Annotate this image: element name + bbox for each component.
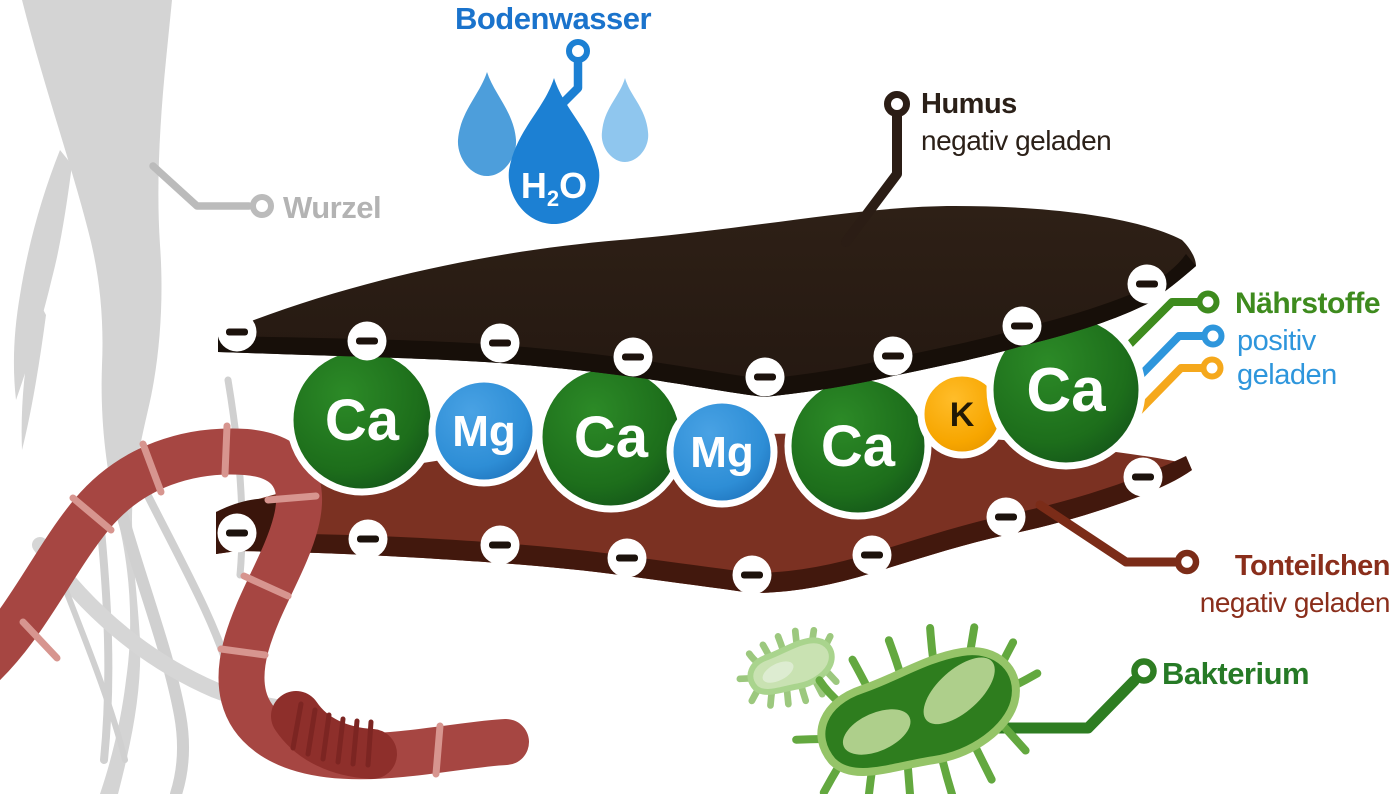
negative-charge-badges-clay <box>217 457 1163 595</box>
bacterium-large-illustration <box>792 623 1042 794</box>
clay-pointer-circle-icon <box>1174 549 1200 575</box>
ion-mg-2: Mg <box>666 396 778 508</box>
ion-label: Mg <box>452 407 516 456</box>
water-drop-right-icon <box>601 78 649 162</box>
wurzel-connector <box>149 162 274 218</box>
worm-clitellum <box>271 691 397 779</box>
ion-ca-2: Ca <box>535 361 687 513</box>
minus-charge-icon <box>217 312 257 352</box>
naehrstoffe-label-group: Nährstoffe positiv geladen <box>1235 287 1381 391</box>
naehrstoffe-connectors <box>1123 290 1225 415</box>
humus-label: Humus <box>921 88 1017 120</box>
bacterium-small-illustration <box>736 626 840 709</box>
ion-label: Ca <box>574 405 649 470</box>
naehrstoffe-charge-line1: positiv <box>1237 325 1317 357</box>
ion-label: K <box>950 396 975 434</box>
h2o-label: H2O <box>521 165 587 211</box>
minus-charge-icon <box>348 519 388 559</box>
bakterium-label: Bakterium <box>1162 656 1309 691</box>
wurzel-pointer-circle-icon <box>250 194 274 218</box>
worm-stripes <box>19 422 444 778</box>
naehrstoffe-charge-line2: geladen <box>1237 359 1337 391</box>
nutrient-ions: Ca Mg Ca Mg Ca K <box>286 290 1225 520</box>
ion-label: Ca <box>821 414 896 479</box>
minus-charge-icon <box>852 535 892 575</box>
minus-charge-icon <box>480 525 520 565</box>
minus-charge-icon <box>217 513 257 553</box>
tonteilchen-label: Tonteilchen <box>1235 550 1390 582</box>
nutrient-pointer-circle-green-icon <box>1196 290 1220 314</box>
ion-label: Ca <box>1026 356 1106 425</box>
minus-charge-icon <box>607 538 647 578</box>
water-drop-left-icon <box>457 72 517 176</box>
ion-mg-1: Mg <box>428 375 540 487</box>
water-drops: H2O <box>457 72 649 224</box>
humus-connector <box>841 91 910 247</box>
ion-label: Mg <box>690 428 754 477</box>
negative-charge-badges-humus <box>217 264 1167 397</box>
humus-charge-label: negativ geladen <box>921 125 1111 156</box>
bacterium-pointer-circle-icon <box>1131 658 1157 684</box>
ion-ca-3: Ca <box>784 372 932 520</box>
nutrient-pointer-circle-blue-icon <box>1201 324 1225 348</box>
minus-charge-icon <box>1123 457 1163 497</box>
worm-illustration <box>0 422 529 780</box>
minus-charge-icon <box>480 323 520 363</box>
minus-charge-icon <box>986 497 1026 537</box>
worm-clitellum-ribs <box>290 701 374 768</box>
naehrstoffe-label: Nährstoffe <box>1235 287 1380 320</box>
tonteilchen-label-group: Tonteilchen negativ geladen <box>1200 550 1391 618</box>
water-pointer-circle-icon <box>566 39 590 63</box>
minus-charge-icon <box>873 336 913 376</box>
minus-charge-icon <box>613 337 653 377</box>
tonteilchen-charge-label: negativ geladen <box>1200 587 1390 618</box>
humus-layer <box>218 206 1196 397</box>
minus-charge-icon <box>347 321 387 361</box>
water-drop-main-icon <box>508 78 600 224</box>
minus-charge-icon <box>732 555 772 595</box>
ion-label: Ca <box>325 388 400 453</box>
tonteilchen-connector <box>1035 500 1200 575</box>
humus-label-group: Humus negativ geladen <box>921 88 1112 156</box>
wurzel-label: Wurzel <box>283 190 381 225</box>
minus-charge-icon <box>1127 264 1167 304</box>
bodenwasser-label: Bodenwasser <box>455 1 652 36</box>
nutrient-pointer-circle-orange-icon <box>1200 356 1224 380</box>
ion-ca-1: Ca <box>286 344 438 496</box>
bodenwasser-connector <box>559 39 590 107</box>
minus-charge-icon <box>1002 306 1042 346</box>
minus-charge-icon <box>745 357 785 397</box>
humus-pointer-circle-icon <box>884 91 910 117</box>
ion-ca-4: Ca <box>986 310 1146 470</box>
